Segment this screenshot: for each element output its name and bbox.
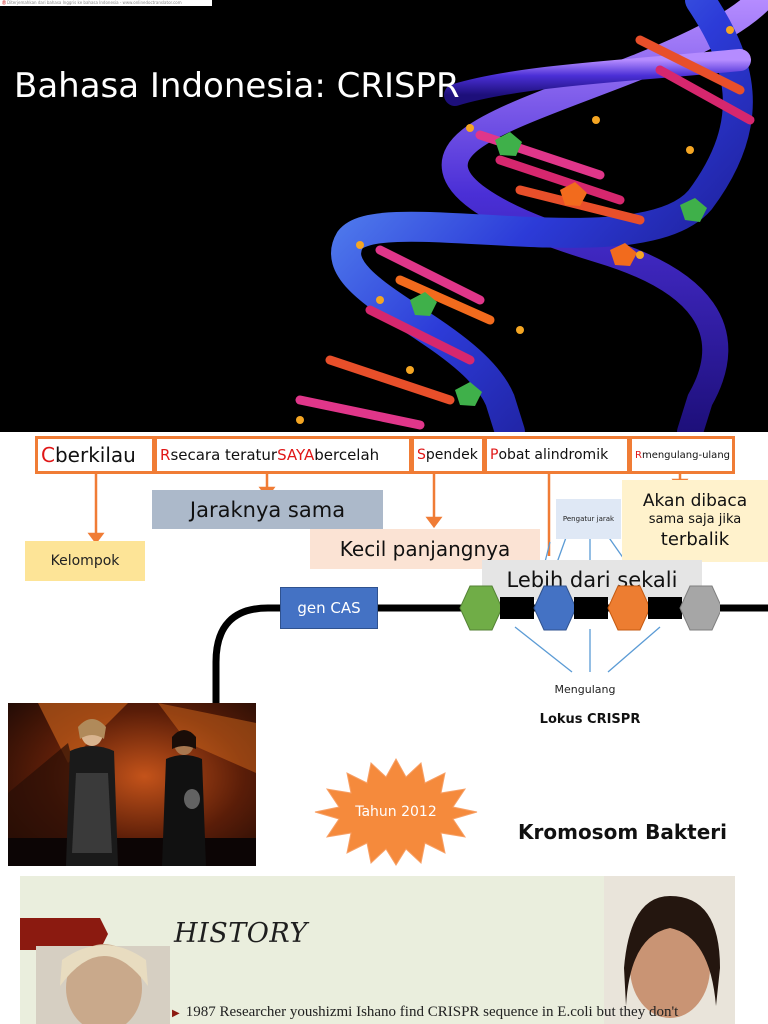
history-red-tab — [20, 918, 108, 950]
dna-helix-image — [295, 0, 768, 432]
acronym-initial: S — [417, 447, 426, 463]
award-ceremony-photo — [8, 703, 256, 866]
repeat-3 — [648, 597, 682, 619]
cas-gene-box: gen CAS — [280, 587, 378, 629]
acronym-word: mengulang-ulang — [641, 449, 730, 461]
acronym-initial: R — [635, 449, 642, 461]
repeat-label: Mengulang — [554, 683, 616, 696]
acronym-initial: P — [490, 447, 499, 463]
palindrome-line-2: sama saja jika — [648, 512, 742, 528]
bullet-arrow-icon: ▶ — [172, 1008, 180, 1019]
repeat-1 — [500, 597, 534, 619]
spacer-grey — [679, 585, 720, 631]
history-decor — [20, 876, 735, 1024]
repeat-2 — [574, 597, 608, 619]
palindrome-line-3: terbalik — [660, 528, 730, 550]
translation-banner-text: Diterjemahkan dari bahasa Inggris ke bah… — [7, 0, 182, 5]
year-starburst — [314, 757, 478, 866]
acronym-word-tail: bercelah — [314, 446, 380, 464]
history-bullet: ▶ 1987 Researcher youshizmi Ishano find C… — [172, 1004, 678, 1021]
crispr-locus — [459, 585, 720, 631]
callout-repeated: Lebih dari sekali — [482, 560, 702, 600]
year-label: Tahun 2012 — [355, 804, 437, 820]
history-bullet-text: 1987 Researcher youshizmi Ishano find CR… — [185, 1004, 679, 1020]
translator-logo-icon: Ⓓ — [2, 0, 6, 5]
callout-spacer: Pengatur jarak — [556, 499, 621, 539]
acronym-word: berkilau — [54, 443, 136, 467]
palindrome-line-1: Akan dibaca — [642, 491, 748, 511]
spacer-blue — [533, 585, 577, 631]
acronym-word: pendek — [425, 447, 478, 463]
spacer-green — [459, 585, 503, 631]
acronym-initial-mid: SAYA — [277, 446, 315, 464]
locus-label: Lokus CRISPR — [539, 712, 641, 727]
translation-banner: ⒹDiterjemahkan dari bahasa Inggris ke ba… — [0, 0, 212, 6]
spacer-orange — [607, 585, 651, 631]
history-title: HISTORY — [174, 918, 308, 949]
acronym-initial: R — [160, 446, 171, 464]
callout-equal-spacing: Jaraknya sama — [152, 490, 383, 529]
title-slide: ⒹDiterjemahkan dari bahasa Inggris ke ba… — [0, 0, 768, 432]
acronym-word: obat alindromik — [498, 447, 609, 463]
chromosome-curve — [212, 604, 280, 722]
history-slide — [20, 876, 735, 1024]
acronym-initial: C — [41, 443, 55, 467]
callout-palindromic: Akan dibaca sama saja jika terbalik — [622, 480, 768, 562]
chromosome-label: Kromosom Bakteri — [518, 820, 728, 844]
acronym-word: secara teratur — [170, 446, 278, 464]
callout-cluster: Kelompok — [25, 541, 145, 581]
slide-title: Bahasa Indonesia: CRISPR — [14, 66, 460, 106]
